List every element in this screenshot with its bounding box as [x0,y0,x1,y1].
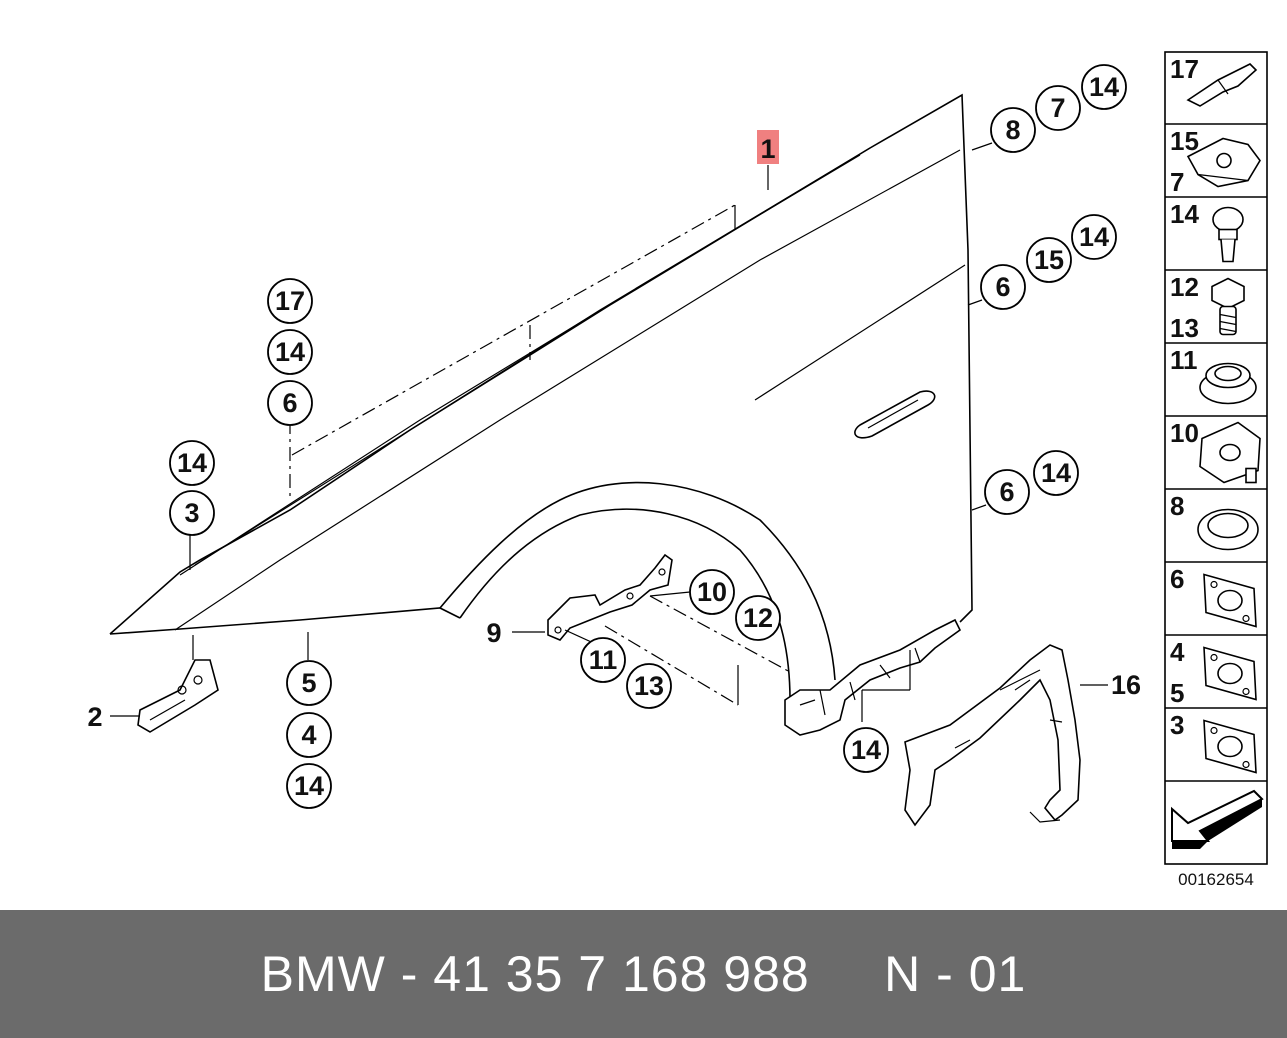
expanding-rivet-icon [1212,206,1244,263]
carrier-16 [904,644,1081,827]
bracket-2 [137,659,219,733]
svg-text:17: 17 [1170,54,1199,84]
side-panel-cell-14: 14 [1165,196,1267,263]
svg-text:5: 5 [301,668,316,698]
svg-text:5: 5 [1170,678,1184,708]
side-panel-cell-15: 157 [1165,123,1267,197]
svg-text:3: 3 [184,498,199,528]
svg-text:8: 8 [1170,491,1184,521]
callout-14: 14 [1033,450,1079,496]
svg-text:7: 7 [1170,167,1184,197]
svg-text:12: 12 [1170,272,1199,302]
callout-10: 10 [689,569,735,615]
rubber-mount-icon [1199,421,1261,484]
callout-8: 8 [990,107,1036,153]
side-panel-cell-8: 8 [1165,488,1267,551]
leader-label-16: 16 [1111,670,1141,700]
side-panel-cell-10: 10 [1165,415,1267,484]
leader-label-group: 2 9 16 [87,618,1141,732]
fender-lower-brackets [784,618,962,736]
callout-6: 6 [984,469,1030,515]
main-part-label: 1 [757,130,779,164]
callout-15: 15 [1026,237,1072,283]
svg-text:15: 15 [1034,245,1064,275]
callout-6: 6 [267,380,313,426]
leader-lines [110,142,1108,722]
svg-text:11: 11 [589,645,618,675]
svg-text:7: 7 [1050,93,1065,123]
side-panel-cell-6: 6 [1165,561,1267,628]
bracket-9 [547,553,673,641]
svg-text:14: 14 [851,735,881,765]
callout-14: 14 [169,440,215,486]
svg-text:3: 3 [1170,710,1184,740]
side-panel-cell-arrow [1165,780,1267,849]
svg-text:4: 4 [1170,637,1185,667]
seal-ring-icon [1197,508,1259,551]
svg-text:6: 6 [995,272,1010,302]
direction-arrow-icon [1171,789,1264,849]
callout-14: 14 [286,763,332,809]
callout-11: 11 [580,637,626,683]
side-panel-cell-4: 45 [1165,634,1267,708]
svg-text:11: 11 [1170,345,1198,375]
leader-label-9: 9 [486,618,501,648]
clip-icon [1186,63,1258,107]
hex-bolt-icon [1211,277,1245,336]
grommet-icon [1199,362,1257,405]
svg-text:8: 8 [1005,115,1020,145]
svg-text:14: 14 [1170,199,1199,229]
callout-7: 7 [1035,85,1081,131]
side-panel-cell-11: 11 [1165,342,1267,405]
part-number-text: BMW - 41 35 7 168 988 N - 01 [260,946,1027,1002]
svg-text:14: 14 [177,448,207,478]
callout-14: 14 [267,329,313,375]
svg-text:10: 10 [697,577,727,607]
leader-label-2: 2 [87,702,102,732]
side-panel-cell-17: 17 [1170,54,1258,107]
callout-14: 14 [1071,214,1117,260]
callout-3: 3 [169,490,215,536]
svg-text:10: 10 [1170,418,1199,448]
gasket-plate-icon [1203,573,1257,628]
gasket-plate-icon [1203,719,1257,774]
svg-text:14: 14 [1079,222,1109,252]
svg-text:14: 14 [1041,458,1071,488]
front-fender [109,93,973,701]
svg-text:17: 17 [275,286,305,316]
footer-bar: BMW - 41 35 7 168 988 N - 01 [0,910,1287,1038]
svg-text:13: 13 [1170,313,1199,343]
svg-text:14: 14 [294,771,324,801]
callout-6: 6 [980,264,1026,310]
svg-text:6: 6 [1170,564,1184,594]
callout-4: 4 [286,712,332,758]
svg-text:6: 6 [999,477,1014,507]
callout-12: 12 [735,595,781,641]
callout-group: 17 14 6 14 3 14 78 14 15 6 6 14 10 12 11 13 5 4 14 14 [169,64,1127,809]
svg-text:13: 13 [634,671,664,701]
callout-13: 13 [626,663,672,709]
svg-text:12: 12 [743,603,773,633]
svg-text:14: 14 [1089,72,1119,102]
callout-14: 14 [843,727,889,773]
svg-text:4: 4 [301,720,316,750]
spring-nut-icon [1186,137,1261,188]
callout-14: 14 [1081,64,1127,110]
svg-text:1: 1 [760,134,775,164]
side-panel-cell-3: 3 [1165,707,1267,774]
callout-17: 17 [267,278,313,324]
svg-text:6: 6 [282,388,297,418]
svg-text:14: 14 [275,337,305,367]
gasket-plate-icon [1203,646,1257,701]
svg-text:15: 15 [1170,126,1199,156]
callout-5: 5 [286,660,332,706]
diagram-number: 00162654 [1178,870,1254,889]
